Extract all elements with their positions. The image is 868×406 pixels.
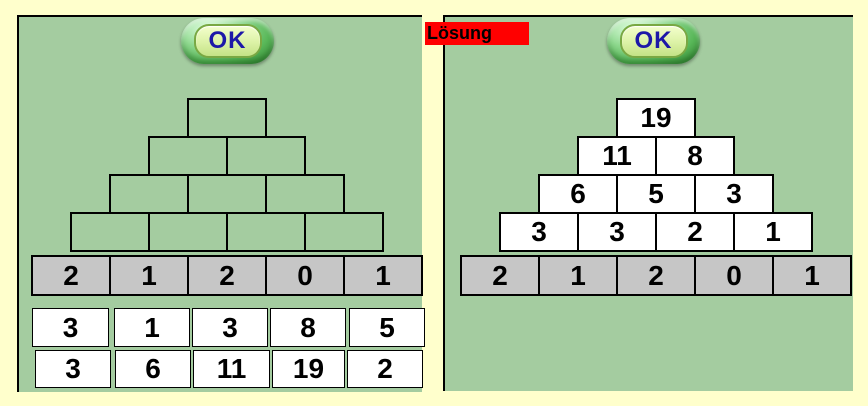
pyramid-cell[interactable] <box>148 136 228 176</box>
pyramid-base-row: 2 1 2 0 1 <box>31 255 423 296</box>
number-tile[interactable]: 8 <box>270 308 346 347</box>
number-tile[interactable]: 5 <box>349 308 425 347</box>
base-cell: 1 <box>343 255 423 296</box>
pyramid-cell: 3 <box>577 212 657 252</box>
ok-button-puzzle[interactable]: OK <box>181 18 274 64</box>
ok-button-inner: OK <box>193 24 262 58</box>
pyramid-cell: 11 <box>577 136 657 176</box>
pyramid-cell: 1 <box>733 212 813 252</box>
ok-button-inner: OK <box>619 24 688 58</box>
base-cell: 2 <box>616 255 696 296</box>
pyramid-cell[interactable] <box>226 212 306 252</box>
pyramid-cell: 2 <box>655 212 735 252</box>
solution-pyramid: 19 11 8 6 5 3 3 3 2 1 2 1 2 0 1 <box>460 98 852 296</box>
pyramid-cell[interactable] <box>304 212 384 252</box>
pyramid-cell[interactable] <box>226 136 306 176</box>
puzzle-panel: OK 2 1 <box>17 15 425 392</box>
pyramid-row: 3 3 2 1 <box>460 212 852 252</box>
solution-panel: OK 19 11 8 6 5 3 3 3 2 1 2 <box>443 15 853 391</box>
pyramid-cell: 3 <box>694 174 774 214</box>
pyramid-row: 19 <box>460 98 852 138</box>
ok-button-solution[interactable]: OK <box>607 18 700 64</box>
base-cell: 0 <box>694 255 774 296</box>
base-cell: 2 <box>460 255 540 296</box>
pyramid-cell: 19 <box>616 98 696 138</box>
pyramid-cell: 8 <box>655 136 735 176</box>
pyramid-cell: 3 <box>499 212 579 252</box>
base-cell: 2 <box>187 255 267 296</box>
number-tile[interactable]: 3 <box>35 350 111 388</box>
ok-button-label: OK <box>634 27 673 54</box>
number-tile[interactable]: 2 <box>347 350 423 388</box>
base-cell: 1 <box>538 255 618 296</box>
pyramid-cell: 5 <box>616 174 696 214</box>
base-cell: 1 <box>772 255 852 296</box>
number-tile[interactable]: 6 <box>115 350 191 388</box>
number-tile[interactable]: 3 <box>192 308 268 347</box>
ok-button-label: OK <box>208 27 247 54</box>
pyramid-row <box>31 136 423 176</box>
puzzle-pyramid: 2 1 2 0 1 <box>31 98 423 296</box>
base-cell: 2 <box>31 255 111 296</box>
pyramid-cell[interactable] <box>265 174 345 214</box>
solution-label: Lösung <box>425 22 529 45</box>
pyramid-row: 11 8 <box>460 136 852 176</box>
number-tile[interactable]: 11 <box>193 350 270 388</box>
pyramid-row <box>31 212 423 252</box>
pyramid-cell[interactable] <box>109 174 189 214</box>
pyramid-base-row: 2 1 2 0 1 <box>460 255 852 296</box>
pyramid-cell[interactable] <box>187 174 267 214</box>
pyramid-row <box>31 174 423 214</box>
pyramid-row: 6 5 3 <box>460 174 852 214</box>
base-cell: 1 <box>109 255 189 296</box>
number-tile[interactable]: 3 <box>32 308 109 347</box>
number-tile[interactable]: 1 <box>114 308 190 347</box>
pyramid-cell[interactable] <box>70 212 150 252</box>
pyramid-cell: 6 <box>538 174 618 214</box>
pyramid-cell[interactable] <box>187 98 267 138</box>
number-tile[interactable]: 19 <box>272 350 345 388</box>
pyramid-row <box>31 98 423 138</box>
pyramid-cell[interactable] <box>148 212 228 252</box>
base-cell: 0 <box>265 255 345 296</box>
